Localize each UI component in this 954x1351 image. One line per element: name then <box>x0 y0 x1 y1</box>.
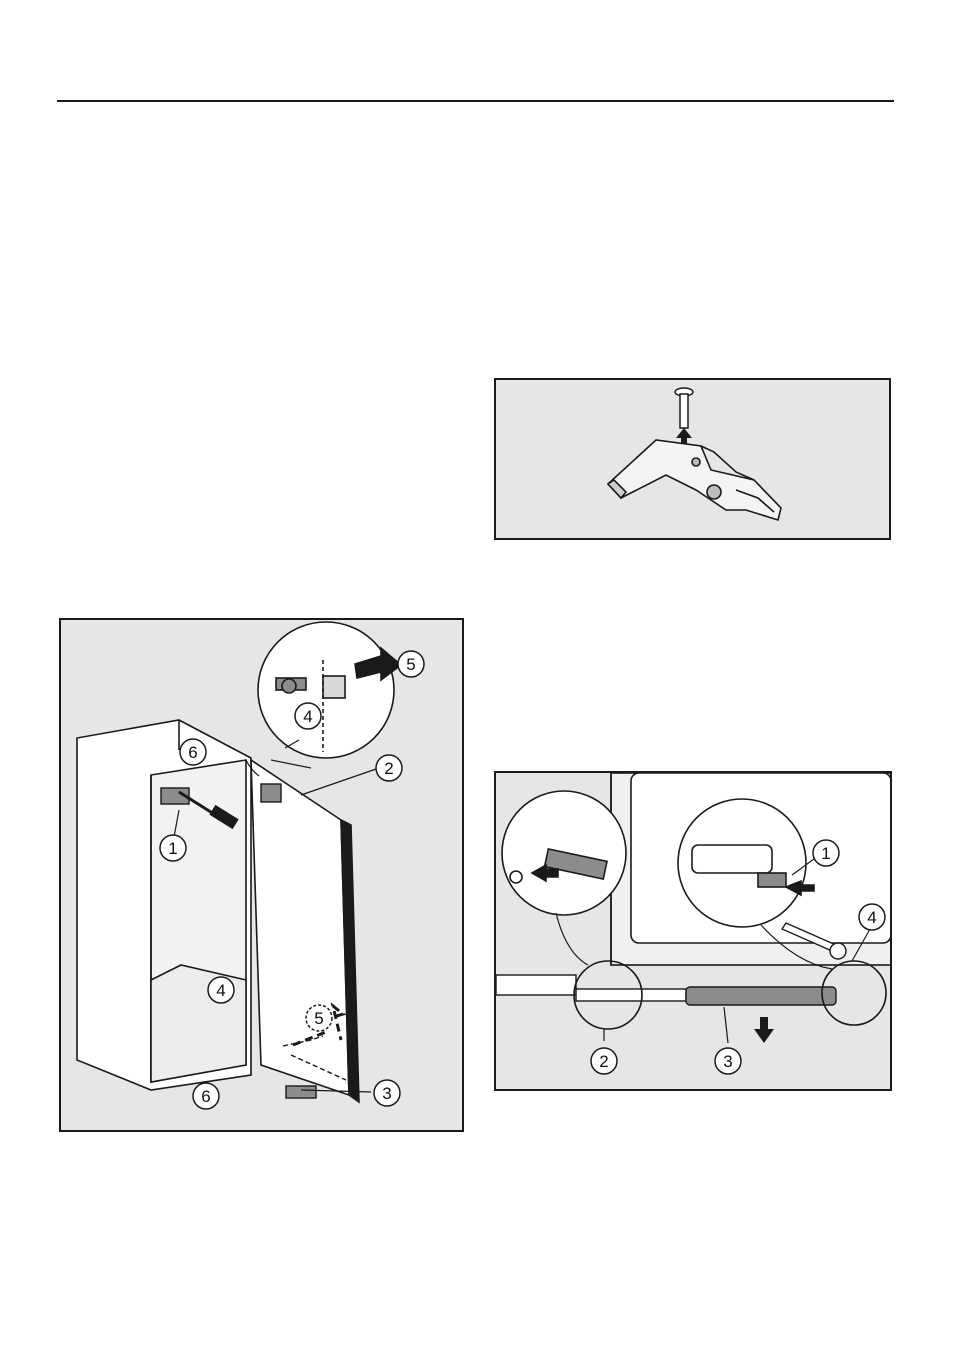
damper-removal-drawing: 1 4 2 3 <box>496 773 890 1089</box>
svg-text:2: 2 <box>384 759 393 778</box>
callout-4-bottom: 4 <box>208 977 234 1003</box>
callout-4: 4 <box>859 904 885 930</box>
damper-removal-figure: 1 4 2 3 <box>494 771 892 1091</box>
svg-text:6: 6 <box>188 743 197 762</box>
svg-text:2: 2 <box>599 1052 608 1071</box>
callout-4-top: 4 <box>295 703 321 729</box>
callout-1: 1 <box>160 835 186 861</box>
zoom-detail-left <box>502 791 626 915</box>
header-rule <box>57 100 894 102</box>
hinge-pin <box>675 388 693 428</box>
down-arrow-icon <box>754 1017 774 1043</box>
callout-3: 3 <box>374 1080 400 1106</box>
callout-1: 1 <box>813 840 839 866</box>
svg-text:1: 1 <box>821 844 830 863</box>
svg-text:1: 1 <box>168 839 177 858</box>
svg-text:4: 4 <box>303 707 312 726</box>
cabinet <box>77 720 251 1090</box>
damper-assembly <box>496 975 836 1005</box>
svg-text:3: 3 <box>723 1052 732 1071</box>
door <box>251 760 359 1102</box>
svg-text:5: 5 <box>314 1009 323 1028</box>
svg-text:5: 5 <box>406 655 415 674</box>
callout-3: 3 <box>715 1048 741 1074</box>
svg-text:4: 4 <box>216 981 225 1000</box>
hinge-pin-figure <box>494 378 891 540</box>
svg-text:4: 4 <box>867 908 876 927</box>
callout-6-top: 6 <box>180 739 206 765</box>
hinge-pin-drawing <box>496 380 889 538</box>
hinge-body <box>608 440 781 520</box>
callout-2: 2 <box>376 755 402 781</box>
svg-text:3: 3 <box>382 1084 391 1103</box>
door-removal-drawing: 1 2 3 4 5 6 4 5 <box>61 620 462 1130</box>
zoom-detail <box>258 622 401 758</box>
callout-5-bottom: 5 <box>306 1005 332 1031</box>
callout-5-top: 5 <box>398 651 424 677</box>
svg-text:6: 6 <box>201 1087 210 1106</box>
door-removal-figure: 1 2 3 4 5 6 4 5 <box>59 618 464 1132</box>
callout-2: 2 <box>591 1048 617 1074</box>
callout-6-bottom: 6 <box>193 1083 219 1109</box>
